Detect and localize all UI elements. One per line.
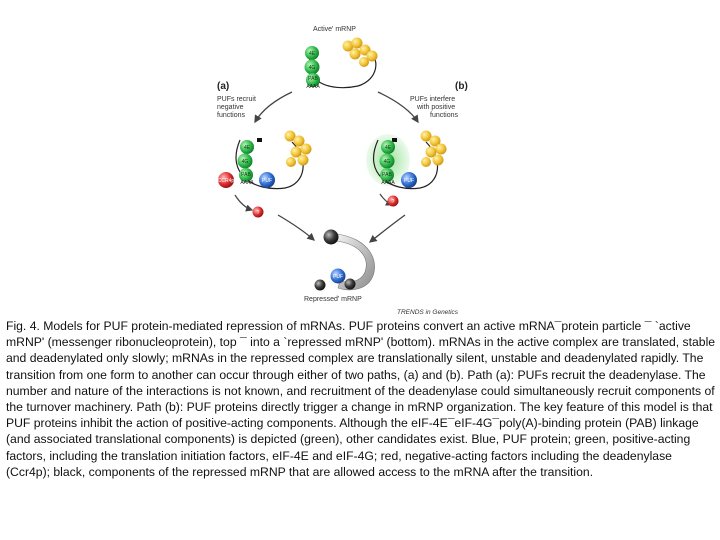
repressed-mrnp-complex: PUF	[314, 229, 375, 291]
ribosome-cluster	[420, 130, 447, 167]
path-a-text-1: PUFs recruit	[217, 96, 256, 103]
svg-text:4G: 4G	[242, 159, 249, 165]
repressed-factor-node	[323, 229, 339, 245]
arrow-to-unknown-a	[234, 194, 254, 212]
active-mrnp-complex: 4E 4G PAB AAAA	[304, 37, 378, 90]
arrow-a-to-repressed	[277, 214, 315, 241]
path-b-text-2: with positive	[416, 104, 455, 111]
ribosome-cluster	[342, 37, 378, 67]
arrow-b-to-repressed	[368, 214, 406, 243]
path-b-text-3: functions	[430, 112, 459, 119]
active-mrnp-title: Active' mRNP	[313, 26, 356, 33]
eif4g-node	[237, 153, 253, 169]
ribosome-cluster	[284, 130, 312, 167]
mrna-cap	[392, 138, 397, 142]
puf-repression-diagram: Active' mRNP 4E 4G PAB AAAA (a) PUFs rec…	[217, 26, 468, 316]
svg-text:PAB: PAB	[308, 76, 318, 82]
path-b-label: (b)	[455, 81, 468, 92]
repressed-factor-node	[344, 278, 356, 290]
repressed-arrow-shape	[335, 233, 375, 291]
eif4e-node	[305, 46, 319, 60]
unknown-factor-node	[387, 195, 399, 207]
pab-node	[306, 73, 320, 87]
svg-text:4E: 4E	[309, 51, 316, 57]
svg-text:?: ?	[392, 199, 395, 205]
arrow-to-path-a	[254, 91, 293, 124]
eif4e-node	[381, 140, 395, 154]
figure-caption: Fig. 4. Models for PUF protein-mediated …	[6, 319, 716, 479]
svg-text:PUF: PUF	[333, 274, 343, 280]
path-b-complex: 4E 4G PAB AAAA PUF ?	[366, 130, 447, 207]
repressed-mrnp-title: Repressed' mRNP	[304, 296, 362, 303]
svg-text:4E: 4E	[244, 145, 251, 151]
path-b-text-1: PUFs interfere	[410, 96, 455, 103]
svg-text:4G: 4G	[384, 159, 391, 165]
path-a-text-2: negative	[217, 104, 244, 111]
mrna-cap	[257, 138, 262, 142]
pab-node	[380, 168, 394, 182]
unknown-factor-node	[252, 206, 264, 218]
path-a-complex: 4E 4G PAB AAAA CCR4p PUF ?	[218, 130, 312, 218]
svg-text:?: ?	[257, 210, 260, 216]
arrow-to-path-b	[377, 91, 419, 124]
svg-text:PAB: PAB	[382, 172, 392, 178]
svg-text:PUF: PUF	[404, 178, 414, 184]
path-a-label: (a)	[217, 81, 229, 92]
eif4g-node	[304, 59, 320, 75]
path-a-text-3: functions	[217, 112, 246, 119]
puf-node	[401, 172, 417, 188]
puf-node	[330, 268, 346, 284]
polya-tail: AAAA	[306, 84, 320, 90]
svg-text:PAB: PAB	[241, 172, 251, 178]
ccr4-node	[218, 172, 234, 188]
svg-text:PUF: PUF	[262, 178, 272, 184]
svg-text:4G: 4G	[309, 65, 316, 71]
polya-tail: AAAA	[381, 180, 395, 186]
pab-node	[239, 168, 253, 182]
puf-node	[259, 172, 275, 188]
eif4e-node	[240, 140, 254, 154]
repressed-factor-node	[314, 279, 326, 291]
polya-tail: AAAA	[240, 180, 254, 186]
svg-text:CCR4p: CCR4p	[218, 178, 235, 184]
eif4g-node	[379, 153, 395, 169]
svg-text:4E: 4E	[385, 145, 392, 151]
source-credit: TRENDS in Genetics	[397, 309, 459, 316]
